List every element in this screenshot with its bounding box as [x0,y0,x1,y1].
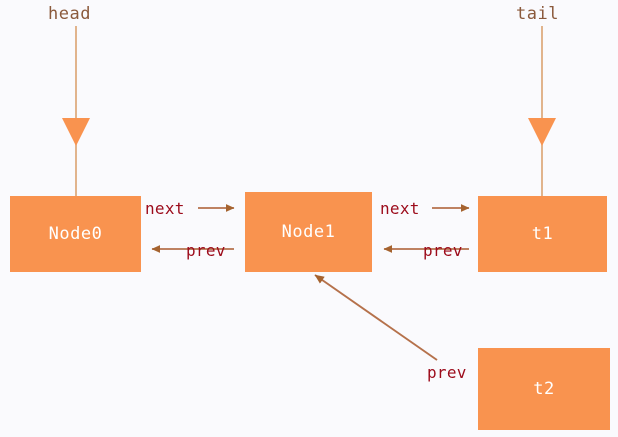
pointer-label-head: head [48,4,91,24]
edge-label-t1-prev: prev [423,241,463,260]
edge-t2-prev-line [314,274,438,361]
node-box-node0[interactable]: Node0 [10,196,141,272]
edge-label-node0-next: next [145,199,185,218]
head-pointer-connector [62,26,90,197]
node-box-node1[interactable]: Node1 [245,192,372,272]
node-label-t2: t2 [533,379,555,399]
edge-label-t2-prev: prev [427,363,467,382]
edge-label-node1-prev: prev [186,241,226,260]
node-label-t1: t1 [531,224,554,244]
node-label-node0: Node0 [48,224,103,244]
node-box-t1[interactable]: t1 [478,196,607,272]
node-box-t2[interactable]: t2 [478,348,610,430]
edge-label-node1-next: next [380,199,420,218]
tail-pointer-connector [528,26,556,197]
pointer-label-tail: tail [516,4,559,24]
node-label-node1: Node1 [281,222,336,242]
